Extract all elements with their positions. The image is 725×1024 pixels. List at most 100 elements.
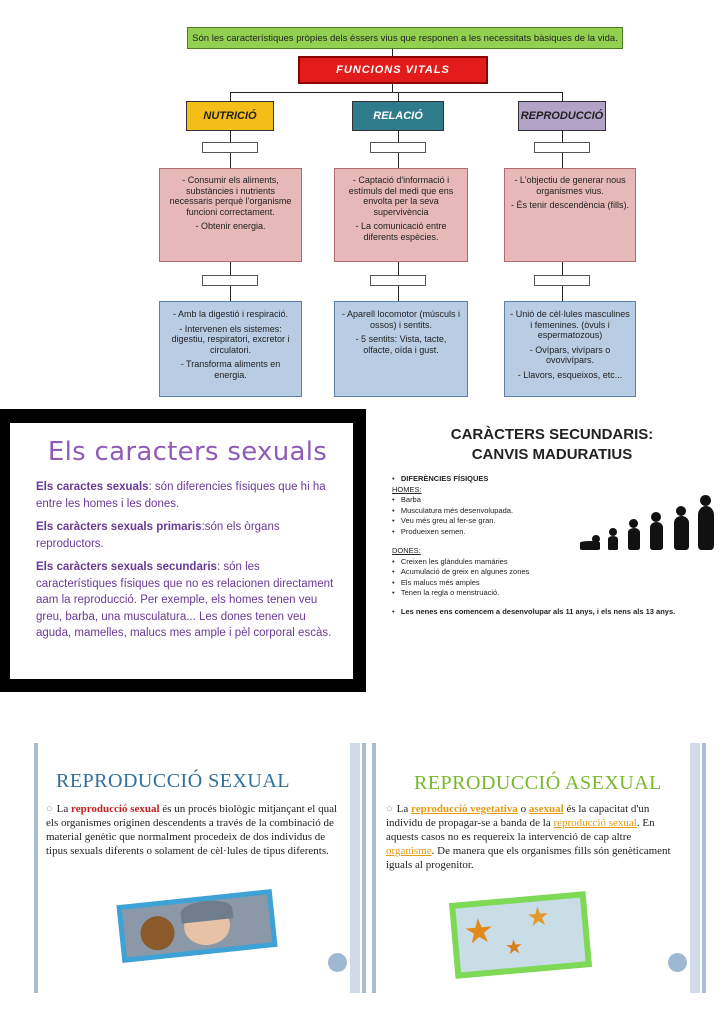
list-item: • Tenen la regla o menstruació. <box>392 588 500 597</box>
secundaris-title: CARÀCTERS SECUNDARIS: CANVIS MADURATIUS <box>392 425 712 465</box>
list-item: • Els malucs més amples <box>392 577 480 587</box>
starfish-icon: ★ <box>461 911 496 952</box>
term: Els caràcters sexuals secundaris <box>36 561 217 573</box>
term: Els caràcters sexuals primaris <box>36 521 202 533</box>
list-item: • Acumulació de greix en algunes zones <box>392 567 530 576</box>
slide-border-right <box>702 743 706 993</box>
text: o <box>517 803 529 815</box>
footer-text: Les nenes ens comencem a desenvolupar al… <box>400 606 676 616</box>
text: és un procés biològic mitjançant el qual… <box>46 803 338 857</box>
list-item-text: Els malucs més amples <box>400 577 480 587</box>
link-reproduccio-sexual[interactable]: reproducció sexual <box>553 817 637 829</box>
paragraph-primaris: Els caràcters sexuals primaris:són els ò… <box>36 519 339 552</box>
nutricio-desc-1: - Consumir els aliments, substàncies i n… <box>169 175 292 217</box>
connector-line <box>562 286 563 301</box>
definition: : són les característiques físiques que … <box>36 561 334 639</box>
connector-label: ... <box>534 142 590 153</box>
bullet-icon: ○ <box>46 803 53 815</box>
reproduccio-detail-2: - Ovípars, vivípars o ovovivípars. <box>529 344 611 366</box>
starfish-icon: ★ <box>504 935 524 960</box>
reproduccio-description-box: - L'objectiu de generar nous organismes … <box>504 168 636 262</box>
connector-line <box>562 153 563 168</box>
slide-caracters-sexuals: Els caracters sexuals Els caractes sexua… <box>10 423 353 679</box>
text: La <box>396 803 412 815</box>
reproduccio-detail-1: - Unió de cèl·lules masculines i femenin… <box>510 309 630 340</box>
relacio-description-box: - Captació d'informació i estímuls del m… <box>334 168 468 262</box>
paragraph-secundaris: Els caràcters sexuals secundaris: són le… <box>36 559 339 642</box>
reproduccio-sexual-text: ○La reproducció sexual és un procés biol… <box>46 802 342 858</box>
relacio-desc-2: - La comunicació entre diferents espècie… <box>355 221 447 242</box>
starfish-icon: ★ <box>525 900 552 933</box>
growth-silhouettes-image <box>578 490 718 550</box>
slide-border-right <box>350 743 360 993</box>
title-line: CARÀCTERS SECUNDARIS: <box>450 426 654 443</box>
category-relacio: RELACIÓ <box>352 101 444 131</box>
text: La <box>56 803 72 815</box>
connector-line <box>398 153 399 168</box>
list-item: • Veu més greu al fer-se gran. <box>392 516 496 525</box>
list-item-text: Tenen la regla o menstruació. <box>400 588 500 597</box>
connector-line <box>398 262 399 275</box>
connector-label: ... <box>202 142 258 153</box>
men-label: HOMES: <box>392 484 422 494</box>
connector-label: ... <box>202 275 258 286</box>
title-line: CANVIS MADURATIUS <box>471 446 633 463</box>
list-item: • Creixen les glàndules mamàries <box>392 556 508 566</box>
heading-item: • DIFERÈNCIES FÍSIQUES <box>392 474 489 483</box>
connector-line <box>230 131 231 142</box>
teddy-bear-shape <box>138 914 177 952</box>
list-item-text: Acumulació de greix en algunes zones <box>400 567 530 576</box>
link-reproduccio-vegetativa[interactable]: reproducció vegetativa <box>411 803 518 815</box>
link-asexual[interactable]: asexual <box>528 803 564 815</box>
list-item: • Musculatura més desenvolupada. <box>392 505 514 515</box>
slide-border-left <box>34 743 38 993</box>
reproduccio-asexual-title: REPRODUCCIÓ ASEXUAL <box>414 772 662 794</box>
text: és la capacitat d'un individu de propaga… <box>386 803 650 829</box>
list-item-text: Musculatura més desenvolupada. <box>400 505 514 515</box>
nutricio-description-box: - Consumir els aliments, substàncies i n… <box>159 168 302 262</box>
term: Els caractes sexuals <box>36 481 149 493</box>
nutricio-detail-1: - Amb la digestió i respiració. <box>172 309 289 319</box>
reproduccio-desc-1: - L'objectiu de generar nous organismes … <box>514 175 626 196</box>
list-item: • Produeixen semen. <box>392 526 466 536</box>
photo-content: ★ ★ ★ <box>455 897 586 973</box>
text: . De manera que els organismes fills són… <box>386 845 671 871</box>
highlight: reproducció sexual <box>71 803 160 815</box>
list-item-text: Barba <box>400 495 421 504</box>
slide-decor-circle <box>328 953 347 972</box>
text: . En aquests casos no es requereix la in… <box>386 817 655 843</box>
footer-note: • Les nenes ens comencem a desenvolupar … <box>392 606 676 616</box>
connector-line <box>230 262 231 275</box>
reproduccio-sexual-title: REPRODUCCIÓ SEXUAL <box>56 770 291 792</box>
slide-border-left <box>372 743 376 993</box>
slide-decor-circle <box>668 953 687 972</box>
definition: : són diferencies físiques que hi ha ent… <box>36 481 326 510</box>
relacio-details-box: - Aparell locomotor (músculs i ossos) i … <box>334 301 468 397</box>
connector-line <box>230 286 231 301</box>
bullet-icon: ○ <box>386 803 393 815</box>
main-concept-box: FUNCIONS VITALS <box>298 56 488 84</box>
category-reproduccio: REPRODUCCIÓ <box>518 101 606 131</box>
connector-line <box>398 92 399 101</box>
relacio-detail-2: - 5 sentits: Vista, tacte, olfacte, oïda… <box>355 334 447 355</box>
heading: DIFERÈNCIES FÍSIQUES <box>400 474 489 483</box>
connector-line <box>230 92 231 101</box>
connector-line <box>562 92 563 101</box>
reproduccio-details-box: - Unió de cèl·lules masculines i femenin… <box>504 301 636 397</box>
list-item-text: Veu més greu al fer-se gran. <box>400 516 496 525</box>
definition: :són els òrgans reproductors. <box>36 521 280 550</box>
connector-line <box>392 84 393 92</box>
connector-line <box>562 131 563 142</box>
paragraph-caracters: Els caractes sexuals: són diferencies fí… <box>36 479 339 512</box>
reproduccio-asexual-text: ○La reproducció vegetativa o asexual és … <box>386 802 682 872</box>
nutricio-desc-2: - Obtenir energia. <box>195 221 266 231</box>
connector-label: ... <box>534 275 590 286</box>
connector-label: ... <box>370 142 426 153</box>
link-organisme[interactable]: organisme <box>386 845 432 857</box>
slide-border-right <box>362 743 366 993</box>
slide-title: Els caracters sexuals <box>47 437 328 467</box>
definition-bar: Són les característiques pròpies dels és… <box>187 27 623 49</box>
connector-line <box>398 286 399 301</box>
list-item-text: Creixen les glàndules mamàries <box>400 556 508 566</box>
category-nutricio: NUTRICIÓ <box>186 101 274 131</box>
